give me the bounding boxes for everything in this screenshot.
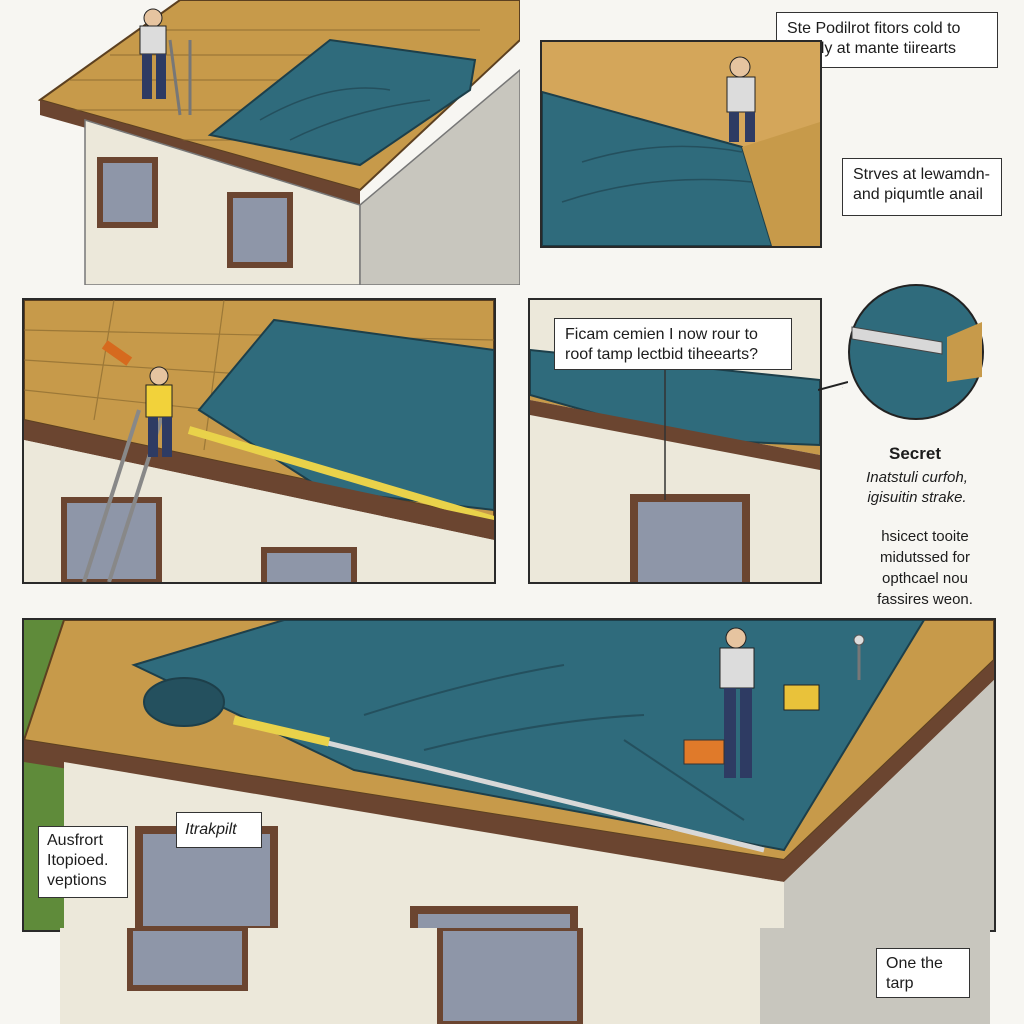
rolled-tarp [143, 677, 225, 727]
side-heading: Secret [889, 444, 941, 463]
drill-icon [783, 684, 820, 711]
callout-bottom-left: Ausfrort Itopioed. veptions [38, 826, 128, 898]
measuring-tape-icon [187, 426, 494, 524]
drill-icon [101, 340, 133, 366]
callout-question: Ficam cemien I now rour to roof tamp lec… [554, 318, 792, 370]
callout-middle-right: Strves at lewamdn- and piqumtle anail [842, 158, 1002, 216]
stake-bucket-icon [683, 739, 725, 765]
panel-securing-tarp: Itrakpilt [22, 618, 996, 932]
securing-scene-5 [24, 620, 994, 930]
tarp [530, 348, 820, 447]
window [61, 497, 162, 582]
side-subheading: Inatstuli curfoh, igisuitin strake. [866, 469, 968, 507]
stake-icon [853, 634, 865, 680]
magnifier-inset [842, 284, 984, 420]
worker-figure [719, 627, 755, 778]
side-note: hsicect tooite midutssed for opthcael no… [877, 528, 973, 608]
callout-bottom-right: One the tarp [876, 948, 970, 998]
panel-worker-spreading-tarp [30, 0, 520, 285]
worker-figure [726, 56, 756, 142]
lower-house-strip [60, 928, 990, 1024]
tarp [197, 318, 494, 512]
worker-figure [145, 366, 173, 457]
panel-tarp-edge: Ficam cemien I now rour to roof tamp lec… [528, 298, 822, 584]
window [227, 192, 293, 268]
window [410, 906, 578, 930]
panel-measuring-tarp [22, 298, 496, 584]
window [630, 494, 750, 582]
magnifier-leader [818, 381, 848, 391]
tarp [542, 90, 774, 246]
callout-inset-label: Itrakpilt [176, 812, 262, 848]
worker-figure [139, 8, 167, 99]
ladder-icon [168, 39, 192, 116]
closeup-scene-2 [542, 42, 820, 246]
panel-pulling-tarp [540, 40, 822, 248]
house-roof-scene-1 [37, 0, 520, 285]
tarp [207, 38, 477, 167]
measuring-scene-3 [24, 300, 494, 582]
window [97, 157, 158, 228]
window [261, 547, 357, 582]
